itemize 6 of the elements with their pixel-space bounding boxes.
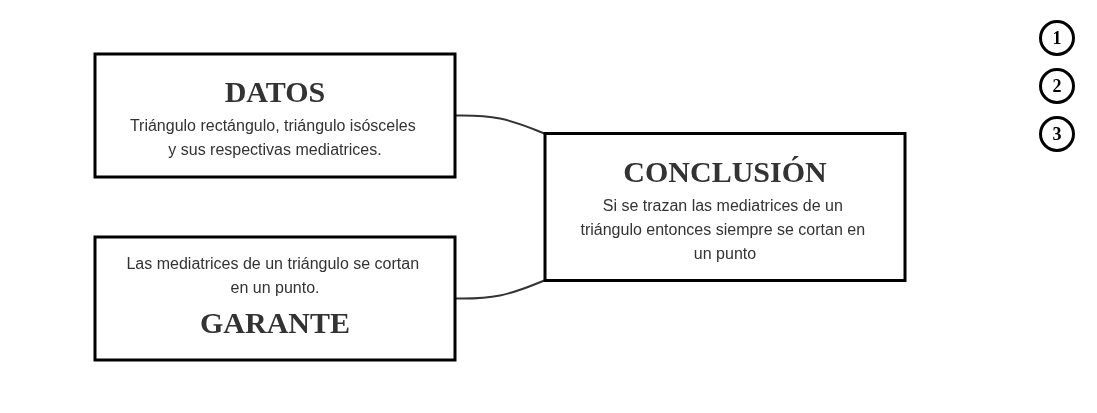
node-box: Las mediatrices de un triángulo se cortan en un punto. GARANTE bbox=[93, 235, 457, 361]
node-box: CONCLUSIÓN Si se trazan las mediatrices de un triángulo entonces siempre se cortan en un punto bbox=[543, 131, 907, 282]
node-box: DATOS Triángulo rectángulo, triángulo isósceles y sus respectivas mediatrices. bbox=[93, 52, 457, 178]
callout-number: 2 bbox=[1039, 68, 1075, 104]
callout-number: 3 bbox=[1039, 116, 1075, 152]
callout-number: 1 bbox=[1039, 20, 1075, 56]
